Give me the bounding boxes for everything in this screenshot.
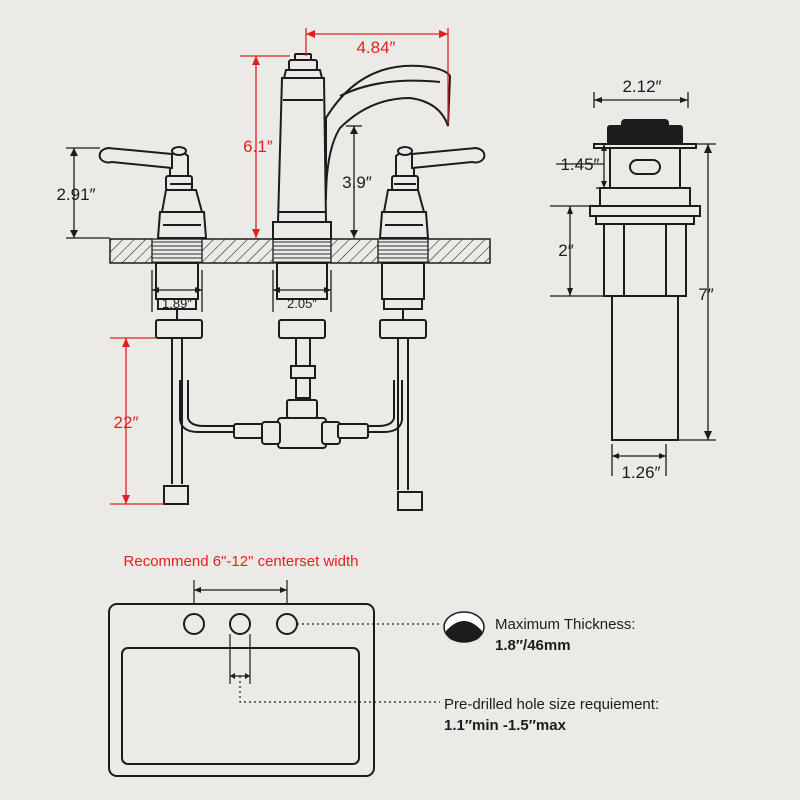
spout-outlet-height-label: 3.9″: [342, 173, 372, 192]
centerset-note: Recommend 6"-12" centerset width: [124, 553, 359, 570]
handle-shank-label: 1.89″: [162, 296, 192, 311]
deck-thickness-icon: [443, 611, 485, 643]
hole-size-label: Pre-drilled hole size requiement:: [444, 696, 659, 713]
sink-top-view-icon: [108, 603, 375, 777]
max-thickness-label: Maximum Thickness:: [495, 616, 636, 633]
spout-height-label: 6.1″: [243, 137, 273, 156]
underside-plumbing: [155, 262, 427, 339]
supply-hoses: [171, 338, 409, 490]
handle-height-label: 2.91″: [56, 185, 95, 204]
hole-size-value: 1.1″min -1.5″max: [444, 717, 567, 734]
hose-fittings: [163, 337, 423, 511]
spout-reach-label: 4.84″: [356, 38, 395, 57]
countertop: [109, 238, 491, 264]
spout-shank-label: 2.05″: [287, 296, 317, 311]
max-thickness-value: 1.8″/46mm: [495, 637, 571, 654]
sink-dimension-lines: [193, 580, 440, 703]
left-handle-icon: [98, 146, 208, 239]
drain-tail-diameter-label: 1.26″: [621, 463, 660, 482]
hose-length-label: 22″: [114, 413, 139, 432]
faucet-dimension-lines: [66, 28, 449, 505]
drain-cap-diameter-label: 2.12″: [622, 77, 661, 96]
drain-total-height-label: 7″: [698, 285, 713, 304]
pop-up-drain-icon: [589, 119, 701, 441]
spout-icon: [272, 53, 452, 240]
drain-body-height-label: 2″: [558, 241, 573, 260]
drain-dimension-lines: [550, 92, 716, 476]
right-handle-icon: [378, 146, 486, 239]
drain-cap-height-label: 1.45″: [560, 155, 599, 174]
